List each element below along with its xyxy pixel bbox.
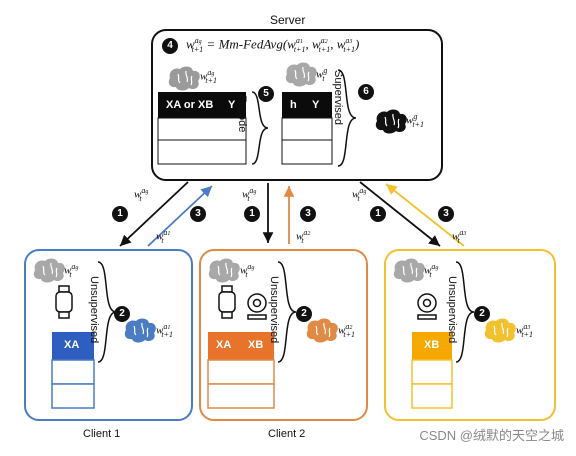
smartwatch-icon	[55, 285, 73, 319]
step-1-badge-client3: 1	[370, 206, 386, 222]
server-brace-encode	[251, 91, 269, 165]
server-table2-header	[282, 92, 332, 118]
step-6-badge: 6	[358, 84, 374, 100]
step-3-badge-client3: 3	[438, 206, 454, 222]
step-3-badge-client1: 3	[190, 206, 206, 222]
client3-global-weight-label: wagt	[424, 262, 439, 279]
client1-name: Client 1	[83, 428, 121, 440]
client1-table-header	[52, 332, 94, 360]
client2-table-row	[207, 383, 275, 409]
server-global-weight-label: wagt+1	[200, 68, 217, 85]
client1-local-weight-label: wa1t+1	[156, 322, 173, 339]
step-3-badge-client2: 3	[300, 206, 316, 222]
server-encoder-weight-label: wgt	[316, 66, 328, 83]
webcam-icon	[247, 293, 267, 320]
client3-local-weight-label: wa3t+1	[516, 322, 533, 339]
aggregation-formula: wagt+1 = Mm-FedAvg(wa1t+1, wa2t+1, wa3t+…	[186, 36, 360, 54]
server-table1-header-left: XA or XB	[166, 99, 214, 111]
client3-table-header-cell: XB	[424, 339, 440, 351]
client2-table-header	[208, 332, 274, 360]
upload-arrow-client1	[147, 185, 213, 247]
step-5-badge: 5	[258, 86, 274, 102]
server-table2-row	[281, 117, 333, 141]
download-weight-label-3: wagt	[352, 186, 367, 203]
upload-arrow-client3	[385, 183, 465, 247]
server-table1-header	[158, 92, 246, 118]
server-supervised-weight-label: wgt+1	[406, 112, 424, 129]
client3-unsupervised-label: Unsupervised	[446, 276, 458, 344]
client2-global-weight-label: wagt	[240, 262, 255, 279]
webcam-icon	[417, 293, 437, 320]
client1-table-row	[51, 359, 95, 385]
server-table1-header-right: Y	[228, 99, 236, 111]
upload-weight-label-3: wa3t	[452, 228, 467, 245]
client3-table-row	[411, 359, 453, 385]
download-arrow-client3	[359, 181, 441, 247]
client2-table-header-cell-a: XA	[216, 339, 232, 351]
supervised-label: Supervised	[332, 70, 344, 126]
server-table2-header-left: h	[290, 99, 297, 111]
server-title: Server	[270, 13, 306, 27]
server-table1-row	[157, 117, 247, 141]
step-2-badge-client3: 2	[474, 306, 490, 322]
step-2-badge-client1: 2	[114, 306, 130, 322]
client1-table-header-cell: XA	[64, 339, 80, 351]
encode-label: Encode	[236, 95, 248, 133]
step-1-badge-client2: 1	[244, 206, 260, 222]
client3-table-row	[411, 383, 453, 409]
download-weight-label-2: wagt	[242, 186, 257, 203]
download-arrow-client1	[119, 181, 189, 247]
client2-name: Client 2	[268, 428, 306, 440]
server-brace-supervised	[337, 69, 357, 167]
client2-table-row	[207, 359, 275, 385]
step-1-badge-client1: 1	[112, 206, 128, 222]
smartwatch-icon	[218, 285, 236, 319]
client1-unsupervised-label: Unsupervised	[88, 276, 100, 344]
server-table2-header-right: Y	[312, 99, 320, 111]
client2-table-header-cell-b: XB	[248, 339, 264, 351]
server-table2-row	[281, 139, 333, 165]
server-table1-row	[157, 139, 247, 165]
upload-weight-label-2: wa2t	[296, 228, 311, 245]
client1-table-row	[51, 383, 95, 409]
csdn-watermark: CSDN @绒默的天空之城	[419, 428, 564, 443]
step-2-badge-client2: 2	[296, 306, 312, 322]
client2-unsupervised-label: Unsupervised	[268, 276, 280, 344]
client1-global-weight-label: wagt	[64, 262, 79, 279]
client3-table-header	[412, 332, 452, 360]
client2-local-weight-label: wa2t+1	[338, 322, 355, 339]
download-weight-label-1: wagt	[134, 186, 149, 203]
upload-weight-label-1: wa1t	[156, 228, 171, 245]
step-4-badge: 4	[162, 38, 178, 54]
